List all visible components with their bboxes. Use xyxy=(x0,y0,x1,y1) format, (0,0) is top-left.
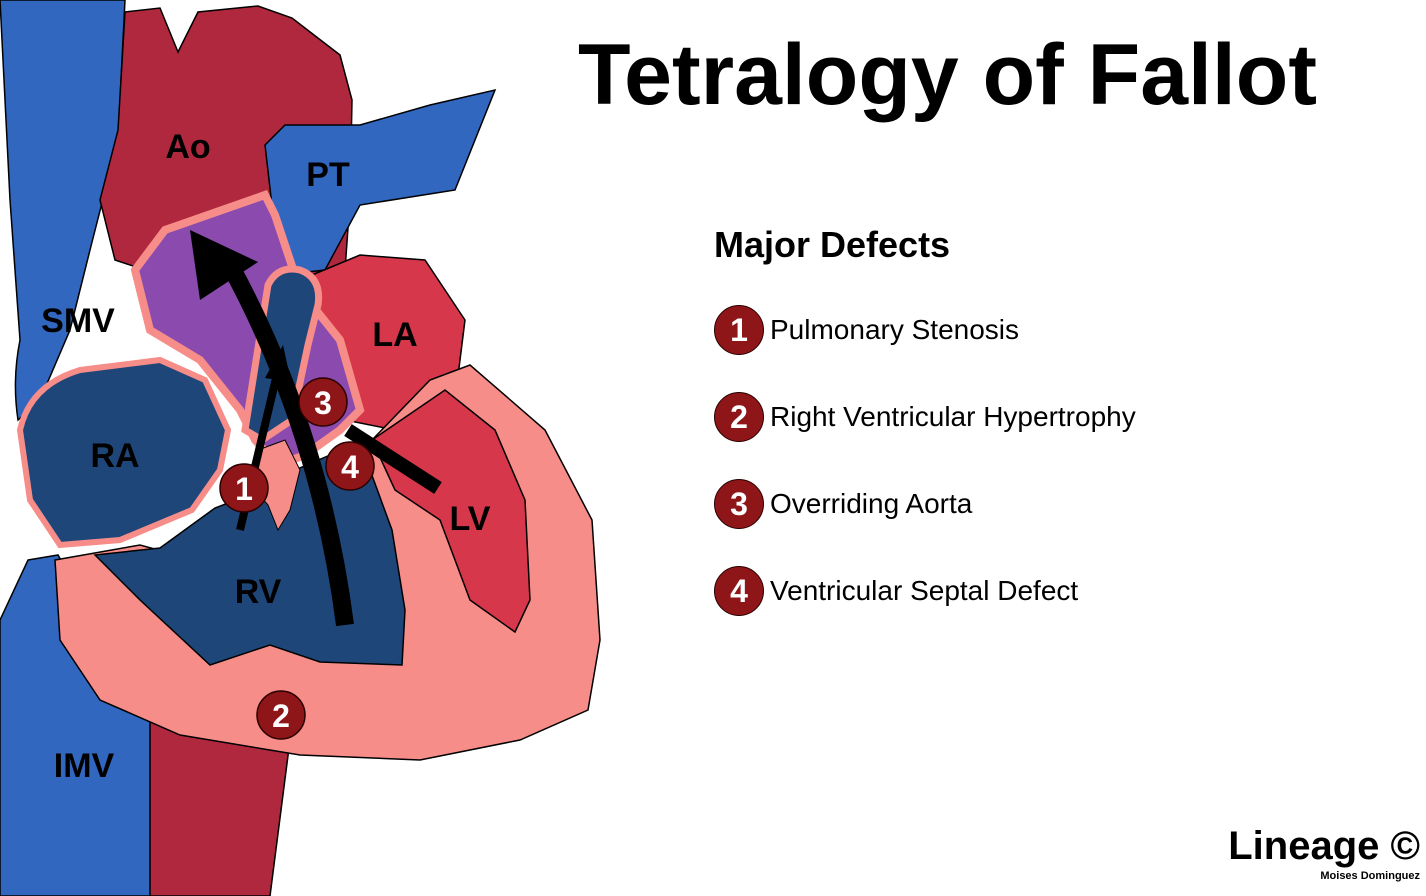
marker-2: 2 xyxy=(256,690,306,740)
flow-arrow-lv xyxy=(344,424,442,494)
label-left-atrium: LA xyxy=(372,316,417,354)
defect-item-rv-hypertrophy: 2 Right Ventricular Hypertrophy xyxy=(714,391,1136,443)
brand-name: Lineage © xyxy=(1228,824,1420,868)
defect-label: Pulmonary Stenosis xyxy=(770,314,1020,345)
marker-3: 3 xyxy=(298,377,348,427)
label-right-atrium: RA xyxy=(90,437,139,475)
label-superior-vessel: SMV xyxy=(41,302,115,340)
label-aorta: Ao xyxy=(165,128,210,166)
svg-text:2: 2 xyxy=(272,698,290,734)
marker-1: 1 xyxy=(219,463,269,513)
heart-diagram: Ao PT SMV LA RA LV RV IMV 1 2 3 4 xyxy=(0,0,601,896)
marker-4: 4 xyxy=(325,441,375,491)
svg-text:3: 3 xyxy=(314,385,332,421)
flow-arrow-aorta xyxy=(222,260,354,627)
left-ventricle xyxy=(371,389,531,634)
page-title: Tetralogy of Fallot xyxy=(578,27,1317,123)
defect-number-badge: 4 xyxy=(714,566,764,616)
label-left-ventricle: LV xyxy=(450,500,491,538)
svg-text:4: 4 xyxy=(341,449,359,485)
defect-number-badge: 1 xyxy=(714,305,764,355)
defect-item-vsd: 4 Ventricular Septal Defect xyxy=(714,565,1136,617)
credit: Lineage © Moises Dominguez xyxy=(1228,826,1420,882)
right-atrium xyxy=(16,356,232,549)
flow-arrow-aorta-head xyxy=(190,230,258,300)
label-pulmonary-trunk: PT xyxy=(306,156,350,194)
label-inferior-vessel: IMV xyxy=(54,747,115,785)
author-name: Moises Dominguez xyxy=(1320,870,1420,882)
defects-list: 1 Pulmonary Stenosis 2 Right Ventricular… xyxy=(714,304,1136,652)
inferior-vessel xyxy=(0,554,161,896)
defect-label: Right Ventricular Hypertrophy xyxy=(770,401,1136,432)
defect-item-overriding-aorta: 3 Overriding Aorta xyxy=(714,478,1136,530)
defect-item-pulmonary-stenosis: 1 Pulmonary Stenosis xyxy=(714,304,1136,356)
defect-label: Overriding Aorta xyxy=(770,488,973,519)
defect-label: Ventricular Septal Defect xyxy=(770,575,1079,606)
label-right-ventricle: RV xyxy=(235,573,282,611)
defects-heading: Major Defects xyxy=(714,224,951,265)
defect-number-badge: 2 xyxy=(714,392,764,442)
defect-number-badge: 3 xyxy=(714,479,764,529)
superior-vessel xyxy=(0,0,126,422)
svg-text:1: 1 xyxy=(235,471,253,507)
